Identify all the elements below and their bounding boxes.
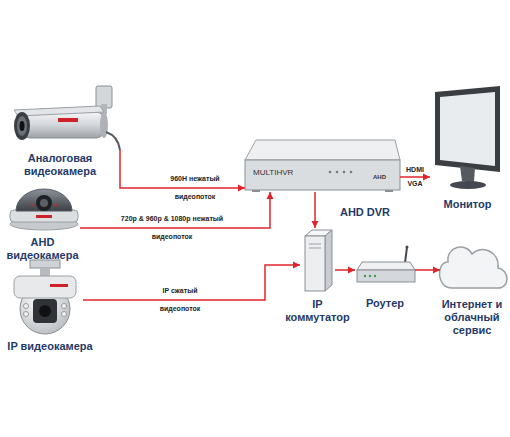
monitor-screen — [440, 92, 495, 166]
camera-cable — [106, 132, 120, 150]
ir-led — [24, 312, 29, 317]
arrow-head — [423, 174, 430, 181]
node-label: Интернет и облачный сервис — [432, 298, 510, 337]
camera-node: Аналоговая видеокамера — [5, 85, 125, 150]
ptz-housing — [14, 276, 76, 298]
switch-port — [309, 244, 321, 245]
camera-lens — [20, 121, 25, 131]
router-front — [357, 270, 415, 282]
ptz-mount — [30, 260, 60, 268]
camera-rear — [100, 112, 108, 138]
stream-label: HDMI VGA — [403, 163, 428, 191]
ptz-neck — [40, 268, 50, 276]
signal-connector — [400, 174, 430, 181]
camera-node: AHD видеокамера — [8, 188, 80, 233]
node-label: Роутер — [350, 297, 420, 310]
brand-stripe — [58, 118, 78, 122]
dome-cover — [16, 189, 72, 211]
signal-connector — [120, 150, 245, 192]
switch-front — [305, 236, 325, 291]
ir-led — [24, 304, 29, 309]
arrow-head — [348, 267, 355, 274]
brand-text: MULTIHVR — [253, 168, 313, 178]
dvr-led — [350, 171, 353, 174]
camera-body — [22, 112, 104, 138]
arrow-head — [293, 262, 300, 269]
dome-lens — [40, 199, 48, 207]
node-label: IP видеокамера — [0, 340, 100, 353]
ir-led — [62, 304, 67, 309]
arrow-head — [238, 185, 245, 192]
monitor-node: Монитор — [430, 88, 505, 188]
dvr-led — [336, 171, 339, 174]
dvr-led — [343, 171, 346, 174]
router-node: Роутер — [355, 255, 415, 285]
connector-line — [400, 176, 430, 178]
router-antenna-tip — [406, 246, 409, 249]
dome-ring — [10, 210, 78, 222]
cloud-node: Интернет и облачный сервис — [440, 240, 505, 292]
monitor-device — [435, 86, 500, 189]
router-led — [374, 275, 376, 277]
dvr-node: MULTIHVRAHDAHD DVR — [245, 140, 400, 192]
ptz-camera — [14, 260, 76, 334]
stream-label: IP сжатый видеопоток — [153, 282, 208, 318]
arrow-head — [312, 221, 319, 228]
signal-connector — [335, 267, 355, 274]
ir-led — [55, 204, 58, 207]
switch-node: IP коммутатор — [300, 228, 335, 293]
router-antenna — [405, 247, 407, 263]
router-device — [357, 246, 415, 283]
node-label: AHD DVR — [330, 206, 400, 219]
signal-connector — [312, 192, 319, 228]
camera-sunshield — [14, 106, 104, 116]
brand-stripe — [36, 215, 52, 218]
dvr-foot — [385, 190, 393, 192]
node-label: Аналоговая видеокамера — [0, 152, 120, 178]
camera-ir-ring — [17, 116, 27, 136]
connector-line — [120, 150, 245, 188]
brand-stripe — [50, 284, 68, 287]
node-label: AHD видеокамера — [0, 236, 85, 262]
connector-line — [83, 265, 300, 300]
ptz-window — [33, 299, 57, 323]
dvr-foot — [252, 190, 260, 192]
router-led — [369, 275, 371, 277]
ir-led — [31, 204, 34, 207]
dvr-device — [245, 140, 400, 192]
ptz-lens — [39, 305, 51, 317]
signal-connector — [83, 262, 300, 301]
model-text: AHD — [373, 174, 393, 181]
stream-label: 960H нежатый видеопоток — [160, 170, 230, 206]
router-led — [364, 275, 366, 277]
switch-device — [305, 230, 332, 291]
dvr-led — [329, 171, 332, 174]
switch-side — [325, 230, 332, 291]
router-top — [357, 262, 415, 270]
dome-camera — [10, 189, 78, 230]
camera-node: IP видеокамера — [8, 260, 83, 335]
connector-line — [314, 192, 316, 228]
arrow-head — [433, 267, 440, 274]
bullet-camera — [14, 86, 120, 150]
signal-connector — [415, 267, 440, 274]
connector-line — [415, 269, 440, 271]
monitor-frame — [435, 86, 500, 172]
stream-label: 720p & 960p & 1080p нежатый видеопоток — [110, 210, 235, 246]
node-label: IP коммутатор — [280, 298, 355, 324]
connector-line — [335, 269, 355, 271]
ir-led — [62, 312, 67, 317]
dvr-top — [245, 140, 400, 160]
dvr-front — [245, 160, 400, 190]
camera-front — [14, 112, 30, 140]
dome-lens-ring — [36, 195, 52, 211]
arrow-head — [267, 192, 274, 199]
cloud-shape — [439, 247, 507, 288]
monitor-base — [450, 181, 486, 189]
node-label: Монитор — [425, 198, 510, 211]
monitor-stand — [460, 166, 475, 182]
switch-port — [309, 248, 321, 249]
